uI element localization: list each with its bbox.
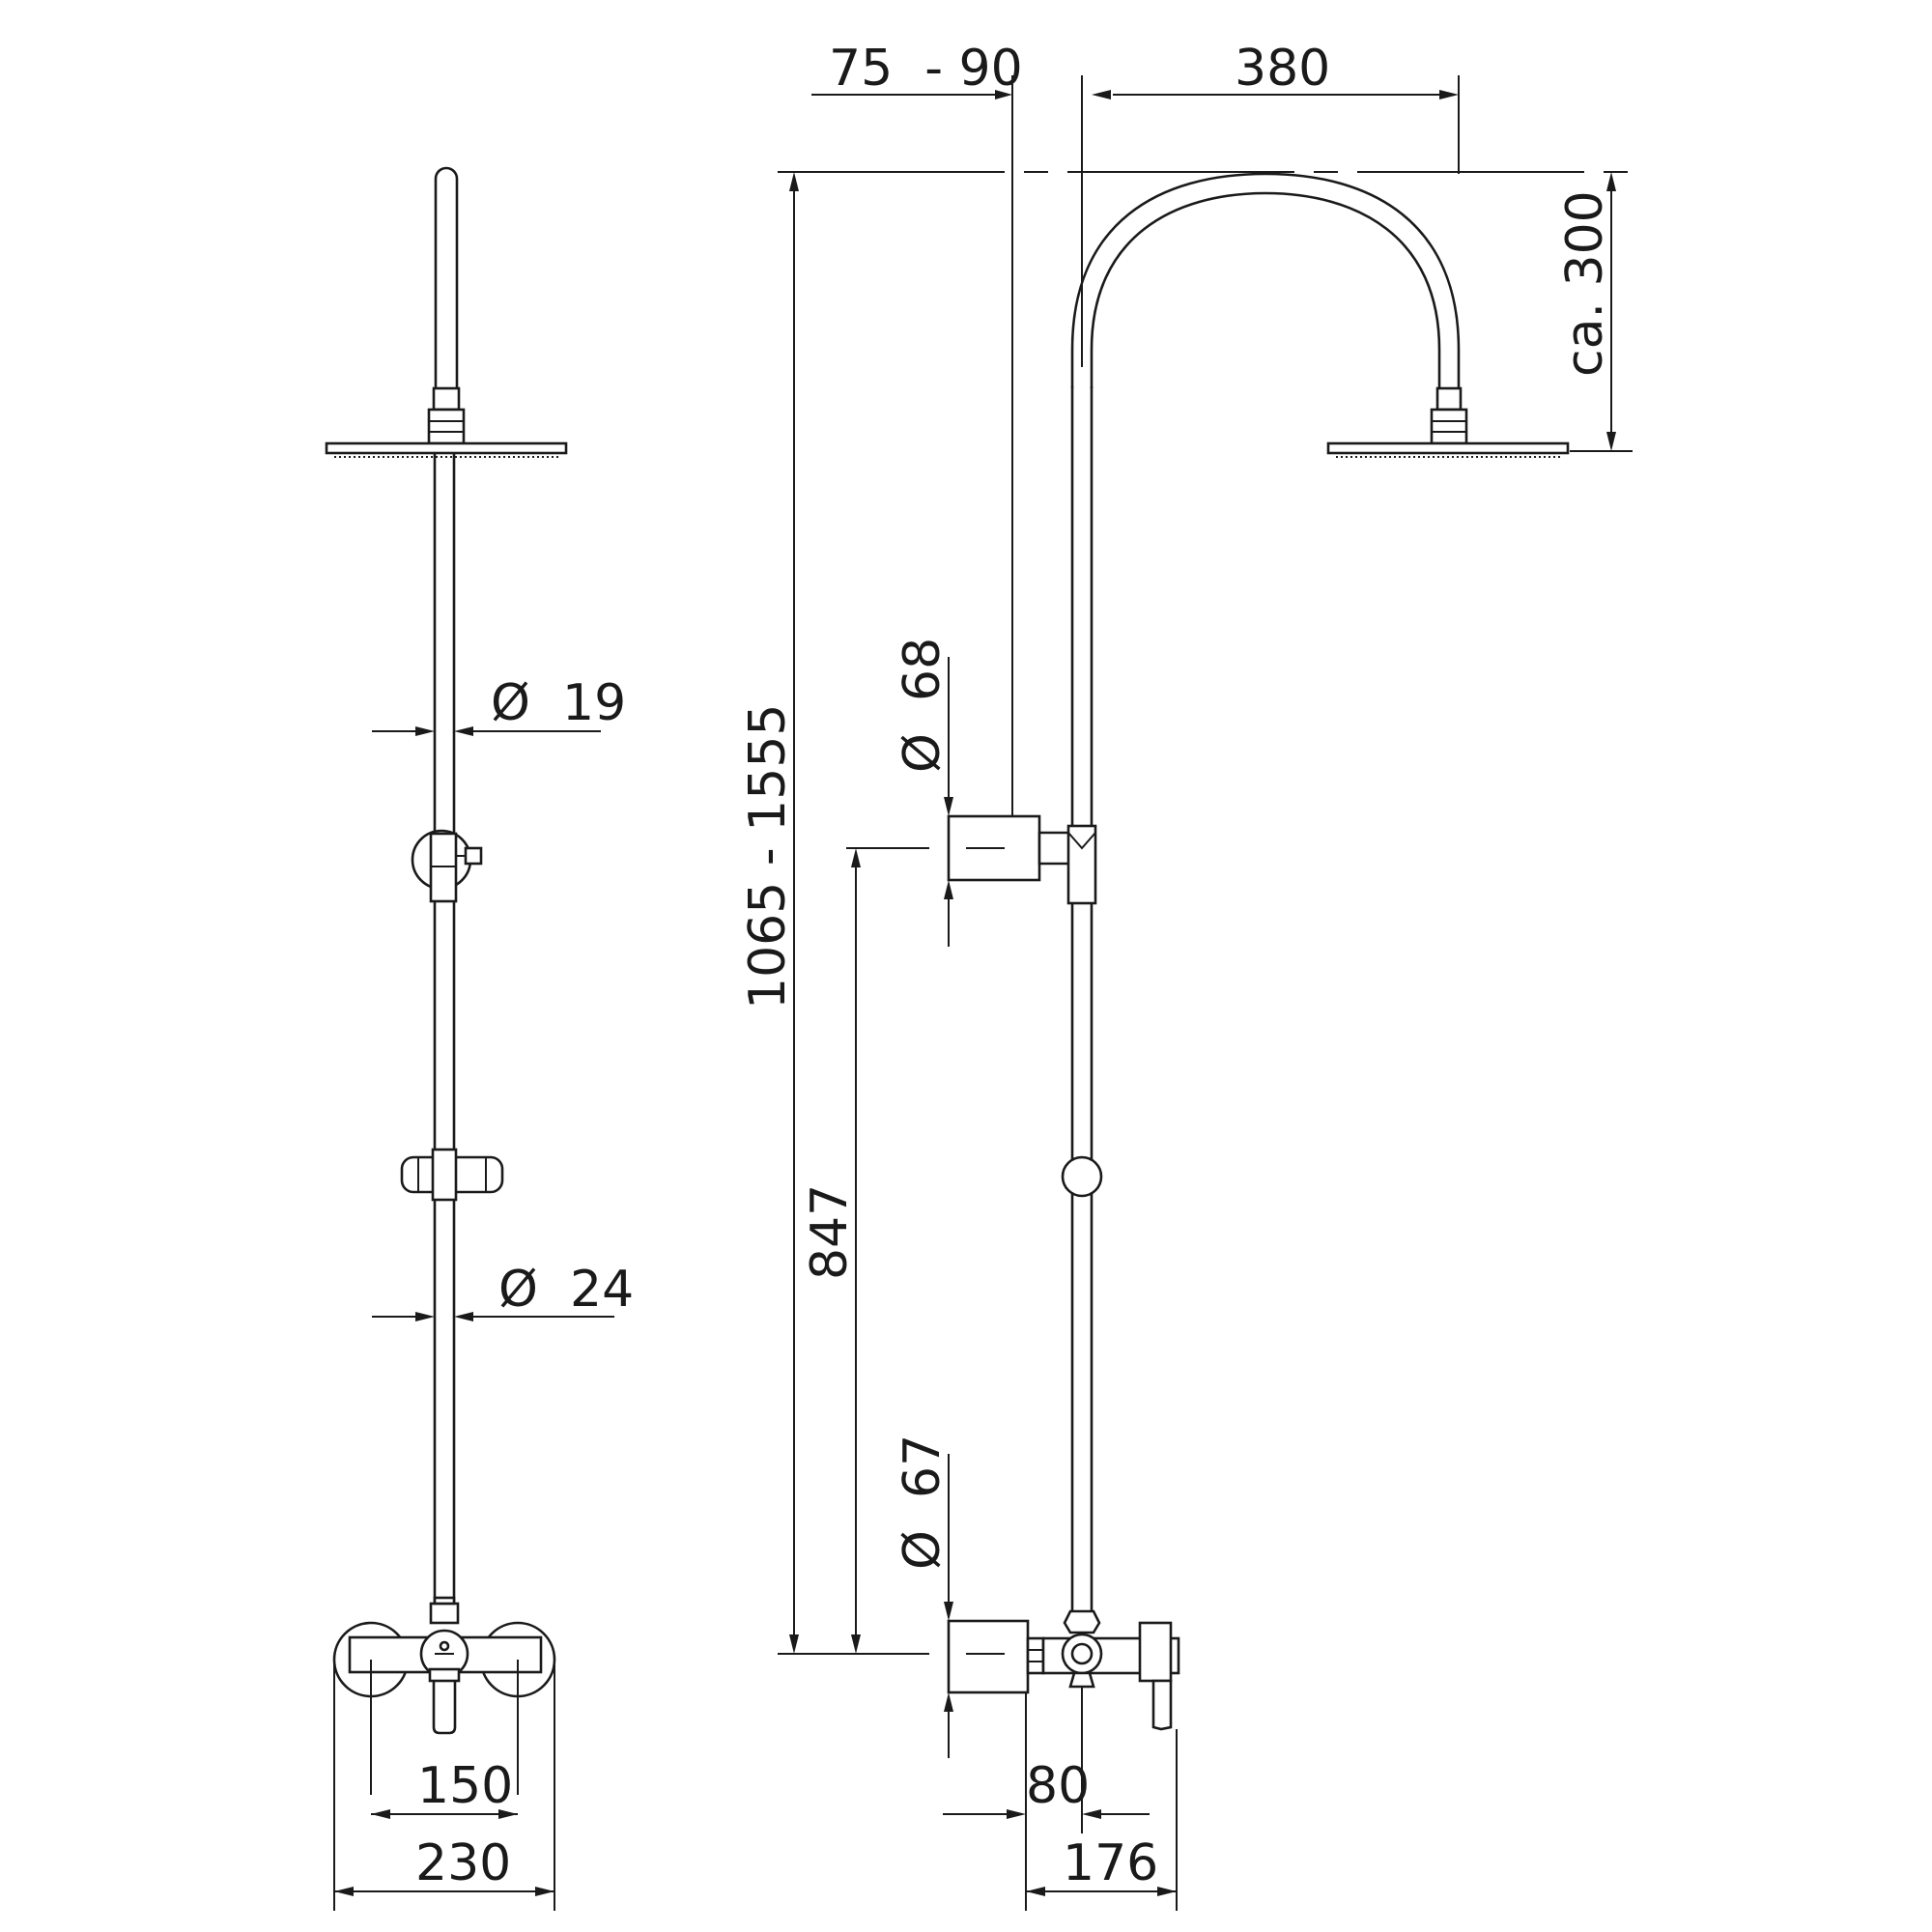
dimension-labels: 75 - 90 380 1065 - 1555 847 ca. 300 Ø 68… [415, 40, 1614, 1892]
dim-head-drop: ca. 300 [1556, 190, 1614, 377]
dim-reach: 380 [1235, 40, 1330, 98]
dim-offset: 75 - 90 [829, 40, 1023, 98]
side-mixer-nut [1026, 1636, 1045, 1675]
side-arm-outer [1070, 172, 1461, 391]
side-shower-head [1326, 441, 1570, 455]
dim-height-range: 1065 - 1555 [739, 704, 797, 1010]
front-bottom-connector [429, 1602, 460, 1625]
side-swivel-nut [1435, 386, 1463, 412]
side-bottom-connector [1063, 1609, 1101, 1634]
dim-pipe-upper: Ø 19 [491, 674, 626, 732]
front-shower-head [325, 441, 568, 455]
dim-flange-upper: Ø 68 [894, 638, 952, 773]
side-lower-flange [947, 1619, 1030, 1694]
side-mixer-handle-base [1138, 1621, 1173, 1683]
dim-pipe-lower: Ø 24 [498, 1261, 634, 1319]
dim-mixer-depth: 176 [1063, 1834, 1158, 1892]
dim-bracket-height: 847 [801, 1184, 859, 1280]
side-arm-inner [1090, 191, 1441, 391]
side-swivel-base [1430, 408, 1468, 445]
front-swivel-nut [432, 386, 461, 412]
front-swivel-base [427, 408, 466, 445]
side-slider-knob [1061, 1155, 1103, 1198]
dimension-lines [333, 75, 1637, 1911]
front-upper-pipe [434, 166, 459, 391]
dim-flange-lower: Ø 67 [894, 1435, 952, 1570]
front-bracket-screw [464, 846, 483, 866]
dim-mixer-projection: 80 [1026, 1757, 1090, 1815]
front-mixer-lever [432, 1669, 457, 1735]
side-mixer-lever [1151, 1679, 1173, 1731]
dim-inlet-spacing: 150 [417, 1757, 513, 1815]
side-view [947, 172, 1570, 1731]
dim-mixer-width: 230 [415, 1834, 511, 1892]
front-view [325, 166, 568, 1735]
